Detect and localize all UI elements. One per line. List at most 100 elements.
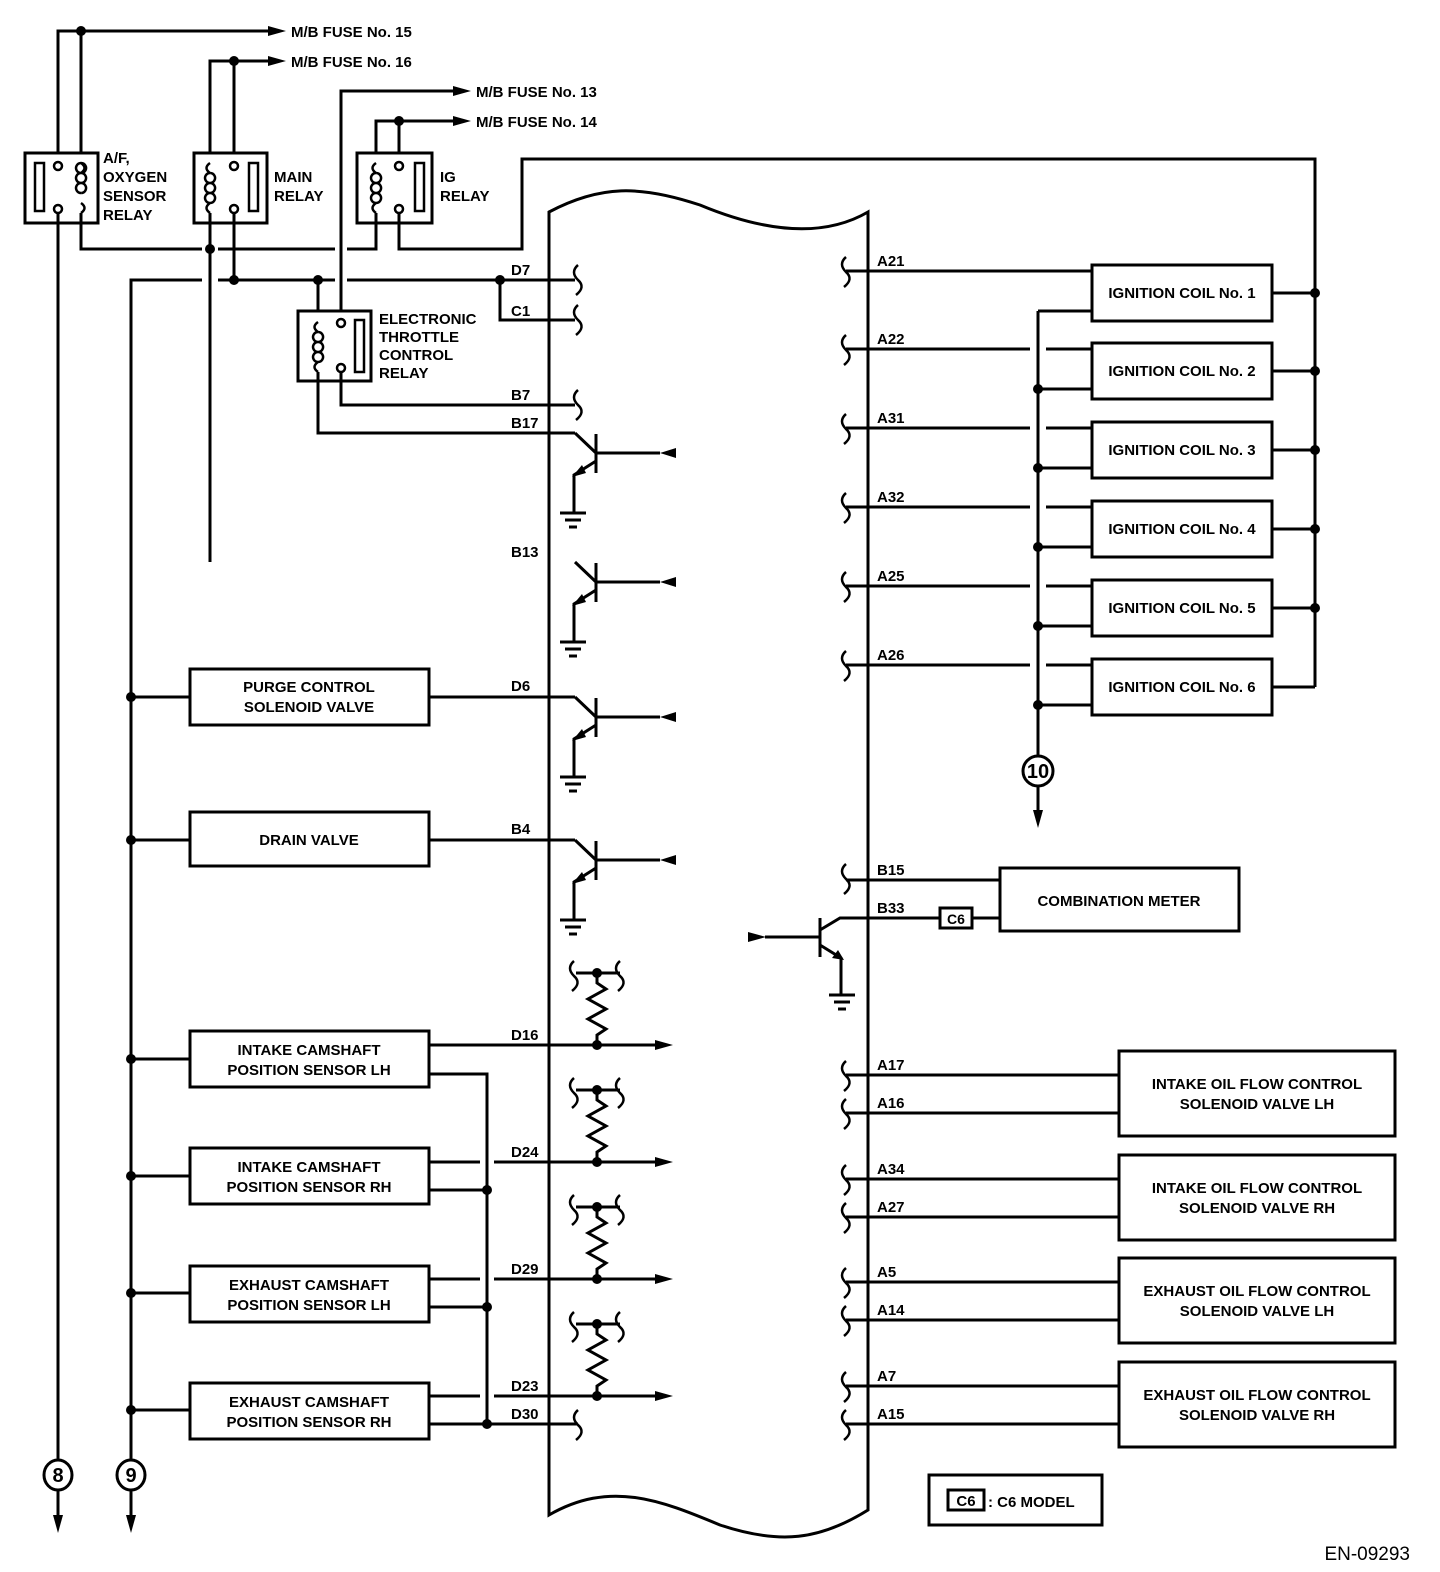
intake-cam-lh-label-1: INTAKE CAMSHAFT [237, 1042, 380, 1059]
pin-label: A26 [877, 647, 905, 664]
ignition-coil-label: IGNITION COIL No. 4 [1108, 521, 1256, 538]
connector-9-label: 9 [125, 1465, 136, 1487]
pullup-resistor [568, 1311, 673, 1401]
arrow-icon [655, 1274, 673, 1284]
pin-label: D16 [511, 1027, 539, 1044]
driver-transistors [560, 431, 676, 936]
connector-10-label: 10 [1027, 761, 1049, 783]
exhaust-cam-rh-label-2: POSITION SENSOR RH [226, 1414, 391, 1431]
relay-af-label-1: A/F, [103, 150, 130, 167]
relay-etc-label-1: ELECTRONIC [379, 311, 477, 328]
pin-label: D23 [511, 1378, 539, 1395]
connector-8-label: 8 [52, 1465, 63, 1487]
exhaust-cam-lh-label-1: EXHAUST CAMSHAFT [229, 1277, 389, 1294]
arrow-icon [660, 712, 676, 722]
arrow-icon [268, 26, 286, 36]
purge-label-2: SOLENOID VALVE [244, 699, 374, 716]
pin-label: B7 [511, 387, 530, 404]
connector-10: 10 [1021, 309, 1092, 828]
fuse-13-label: M/B FUSE No. 13 [476, 84, 597, 101]
driver-transistor [560, 838, 676, 936]
left-pin-breaks [572, 264, 583, 1441]
legend: C6 : C6 MODEL [927, 1473, 1104, 1527]
intake-cam-lh-label-2: POSITION SENSOR LH [227, 1062, 390, 1079]
coil-icon [74, 161, 88, 215]
legend-text: : C6 MODEL [988, 1494, 1075, 1511]
arrow-down-icon [126, 1515, 136, 1533]
valve-box [1117, 1256, 1397, 1345]
legend-tag: C6 [956, 1493, 975, 1510]
pullup-resistor [568, 1077, 673, 1167]
pin-label: D24 [511, 1144, 539, 1161]
exhaust-camshaft-sensor-rh [188, 1381, 431, 1441]
pin-label: D30 [511, 1406, 539, 1423]
combination-meter-group: B15 B33 C6 COMBINATION METER [748, 862, 1241, 1011]
pin-label: B4 [511, 821, 531, 838]
ignition-coil-box [1090, 263, 1274, 323]
arrow-down-icon [53, 1515, 63, 1533]
meter-driver-transistor [748, 918, 855, 1011]
fuse-16-label: M/B FUSE No. 16 [291, 54, 412, 71]
ignition-coil-box [1090, 657, 1274, 717]
fuse-15-label: M/B FUSE No. 15 [291, 24, 412, 41]
ignition-coil-label: IGNITION COIL No. 6 [1108, 679, 1255, 696]
valve-box [1117, 1360, 1397, 1449]
ignition-coil-label: IGNITION COIL No. 3 [1108, 442, 1255, 459]
combination-meter-label: COMBINATION METER [1037, 893, 1200, 910]
arrow-icon [268, 56, 286, 66]
pin-label: D6 [511, 678, 530, 695]
exhaust-camshaft-sensor-lh [188, 1264, 431, 1324]
pin-label: A22 [877, 331, 905, 348]
valve-label: INTAKE OIL FLOW CONTROL [1152, 1180, 1362, 1197]
intake-camshaft-sensor-lh [188, 1029, 431, 1089]
ignition-coil-label: IGNITION COIL No. 2 [1108, 363, 1255, 380]
relay-wiring [56, 157, 1317, 1460]
intake-camshaft-sensor-rh [188, 1146, 431, 1206]
connector-8: 8 [42, 1458, 74, 1533]
pin-label: A17 [877, 1057, 905, 1074]
relay-main-label-1: MAIN [274, 169, 312, 186]
pin-label: A14 [877, 1302, 905, 1319]
arrow-icon [660, 577, 676, 587]
pin-label: B33 [877, 900, 905, 917]
combination-meter [998, 866, 1241, 933]
pin-label: B17 [511, 415, 539, 432]
ignition-coil-box [1090, 420, 1274, 480]
valve-label: INTAKE OIL FLOW CONTROL [1152, 1076, 1362, 1093]
valve-label: SOLENOID VALVE RH [1179, 1407, 1335, 1424]
coil-icon [311, 320, 325, 374]
pin-label: D7 [511, 262, 530, 279]
pin-label: A16 [877, 1095, 905, 1112]
arrow-icon [660, 855, 676, 865]
relay-etc-label-2: THROTTLE [379, 329, 459, 346]
valve-box [1117, 1153, 1397, 1242]
valve-label: SOLENOID VALVE RH [1179, 1200, 1335, 1217]
arrow-icon [453, 86, 471, 96]
ignition-coil-label: IGNITION COIL No. 1 [1108, 285, 1255, 302]
pin-label: B15 [877, 862, 905, 879]
pin-label: B13 [511, 544, 539, 561]
pullup-resistor [568, 960, 673, 1050]
pin-label: C1 [511, 303, 530, 320]
arrow-icon [453, 116, 471, 126]
valve-label: SOLENOID VALVE LH [1180, 1096, 1334, 1113]
arrow-icon [660, 448, 676, 458]
coil-icon [203, 161, 217, 215]
pin-label: A21 [877, 253, 905, 270]
relay-etc-label-3: CONTROL [379, 347, 453, 364]
pullup-resistor [568, 1194, 673, 1284]
valve-label: EXHAUST OIL FLOW CONTROL [1143, 1387, 1370, 1404]
relay-ig-label-2: RELAY [440, 188, 489, 205]
ig-relay: IG RELAY [355, 151, 489, 225]
fuse-feeds: M/B FUSE No. 15 M/B FUSE No. 16 M/B FUSE… [56, 24, 598, 316]
